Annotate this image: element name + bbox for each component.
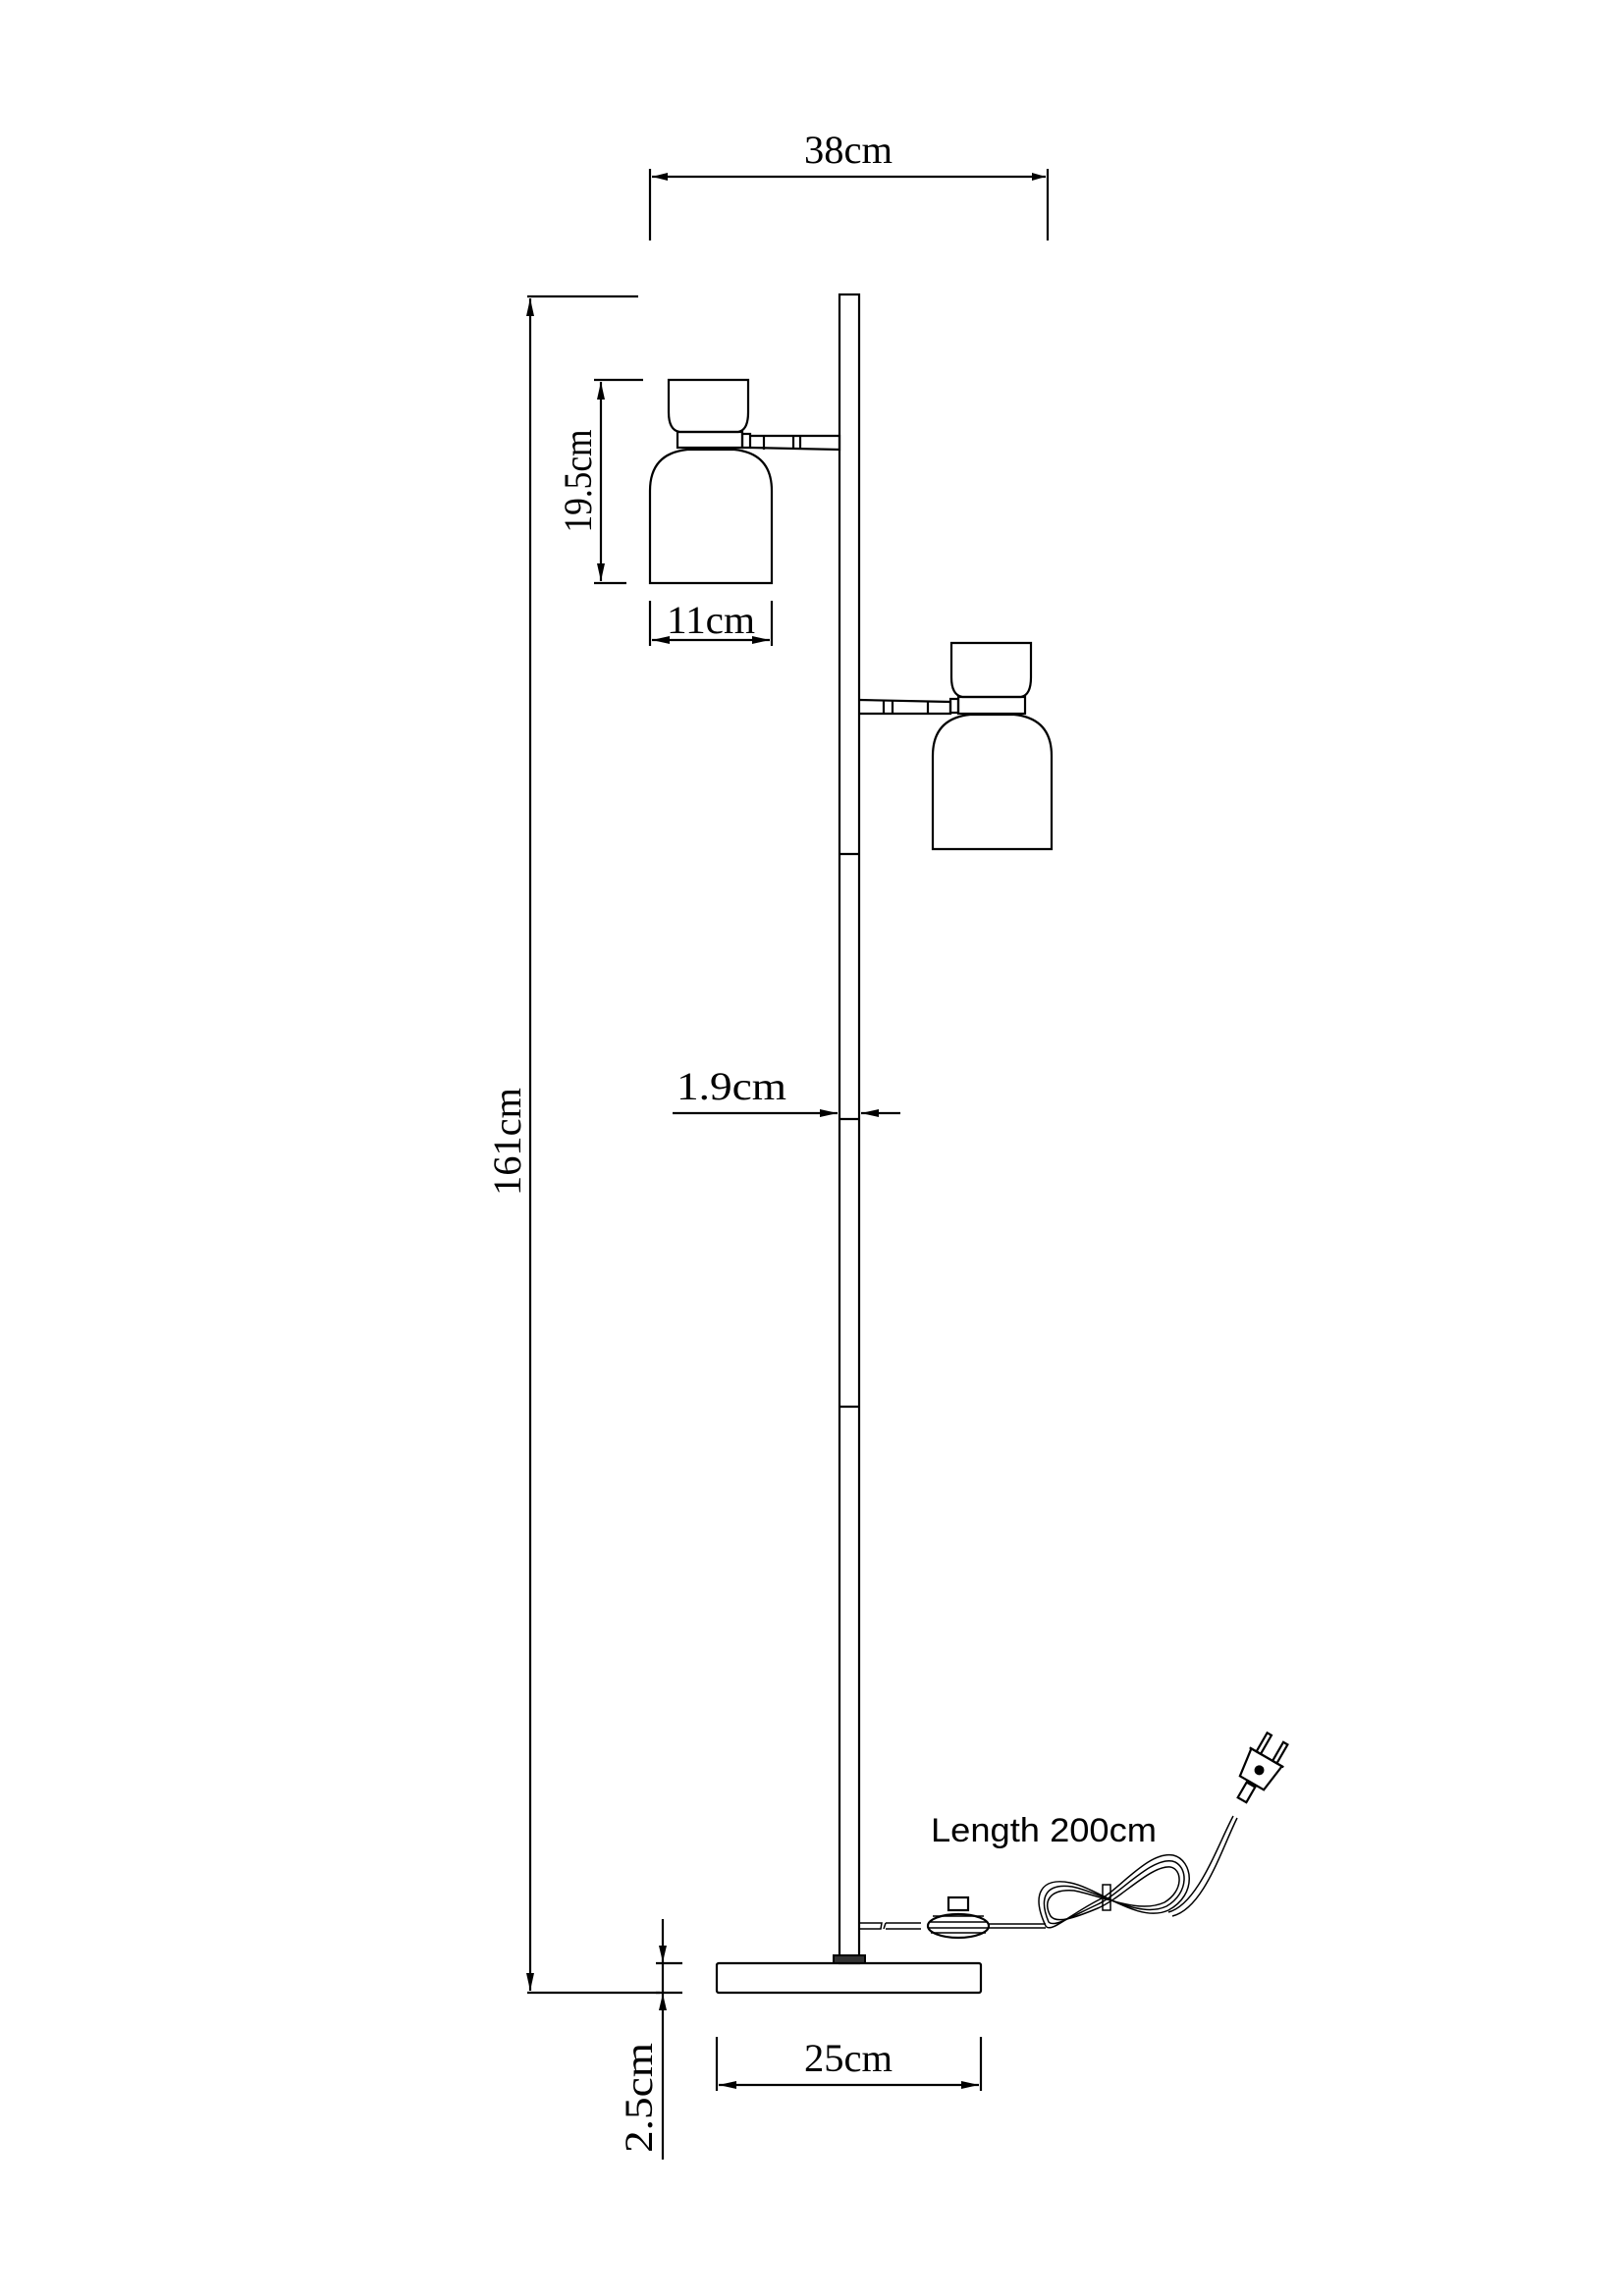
shade-height-dimension: 19.5cm <box>556 378 643 585</box>
lamp-pole <box>833 293 866 1965</box>
base-width-label: 25cm <box>804 2036 893 2080</box>
shade-height-label: 19.5cm <box>556 430 600 533</box>
plug <box>1236 1731 1289 1804</box>
overall-height-label: 161cm <box>485 1088 529 1196</box>
width-dimension-38: 38cm <box>648 128 1050 240</box>
pole-diameter-label: 1.9cm <box>677 1064 786 1108</box>
pole-diameter-dimension: 1.9cm <box>673 1064 900 1117</box>
base-width-dimension: 25cm <box>715 2036 983 2091</box>
lamp-head-lower <box>858 641 1054 851</box>
power-cord: Length 200cm <box>859 1731 1289 1940</box>
overall-width-label: 38cm <box>804 128 893 172</box>
shade-width-label: 11cm <box>667 598 755 642</box>
height-dimension-161: 161cm <box>485 294 660 1995</box>
shade-width-dimension: 11cm <box>648 598 774 646</box>
cord-length-label: Length 200cm <box>931 1812 1157 1849</box>
base-thickness-label: 2.5cm <box>617 2043 661 2153</box>
lamp-head-upper <box>648 378 841 585</box>
lamp-base <box>715 1961 983 1995</box>
cord-coil <box>1038 1854 1190 1929</box>
foot-switch <box>926 1896 991 1940</box>
base-thickness-dimension: 2.5cm <box>617 1919 682 2160</box>
